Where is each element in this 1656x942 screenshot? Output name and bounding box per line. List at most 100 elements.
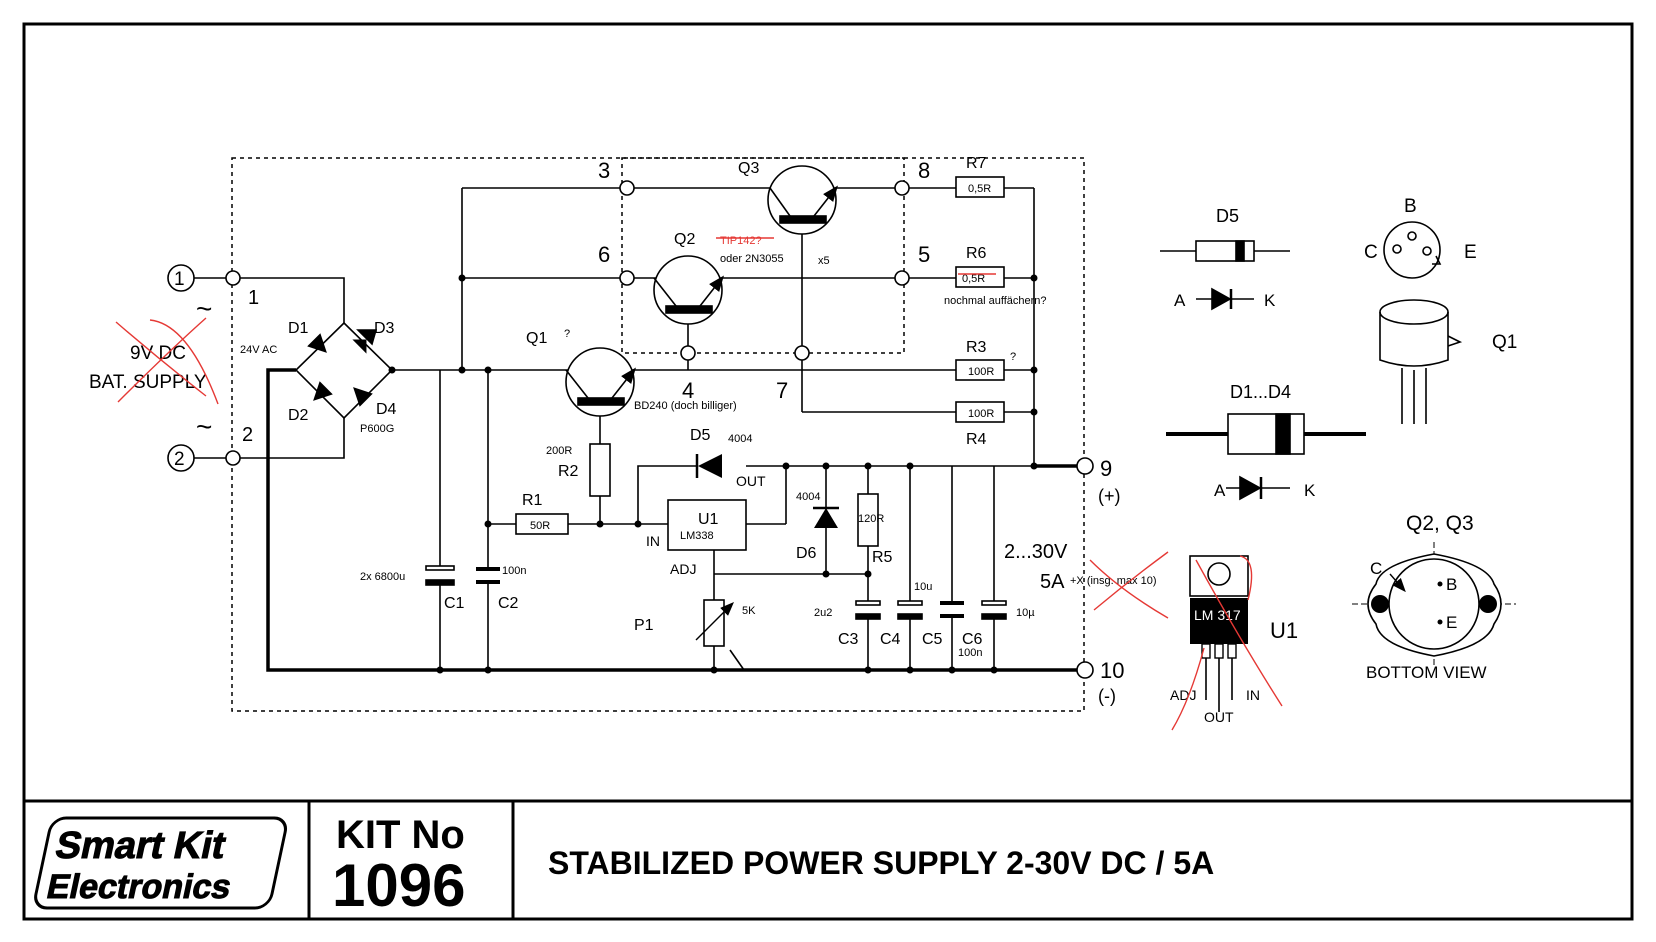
r5-label: R5 — [872, 549, 893, 566]
c3-label: C3 — [838, 631, 859, 648]
resistor-r4 — [955, 401, 1005, 423]
bridge-rectifier — [294, 322, 394, 420]
output-current: 5A — [1040, 571, 1065, 593]
q1-note: ? — [564, 328, 570, 340]
capacitors — [425, 565, 1007, 620]
legend-u1-label: U1 — [1270, 618, 1298, 643]
potentiometer-p1 — [703, 599, 725, 647]
c5-label: C5 — [922, 631, 943, 648]
ac-input-label: 24V AC — [240, 344, 277, 356]
legend-q1-label: Q1 — [1492, 332, 1517, 353]
diode-d6 — [813, 506, 839, 528]
c6-value: 10µ — [1016, 607, 1035, 619]
d1-label: D1 — [288, 320, 309, 337]
r3-note: ? — [1010, 351, 1016, 363]
legend-d5-anode: A — [1174, 291, 1186, 310]
terminal-10-label: 10 — [1100, 658, 1124, 683]
logo: Smart Kit Electronics — [34, 816, 287, 910]
resistor-r2 — [589, 443, 611, 497]
diode-d5 — [695, 454, 722, 478]
p1-wiper — [695, 602, 734, 641]
r7-label: R7 — [966, 155, 987, 172]
ground-bus — [266, 368, 1078, 672]
r6-value: 0,5R — [962, 273, 985, 285]
wiring — [240, 187, 1078, 671]
hand-annotations — [115, 237, 1283, 731]
r2-value: 200R — [546, 445, 572, 457]
c4-value: 10u — [914, 581, 932, 593]
r2-label: R2 — [558, 463, 579, 480]
d6-type: 4004 — [796, 491, 820, 503]
u1-adj-pin: ADJ — [670, 561, 696, 577]
negative-output-label: (-) — [1098, 686, 1116, 706]
ac-tilde-1: ~ — [196, 293, 212, 324]
transistor-q3 — [767, 165, 838, 235]
legend-u1-type: LM 317 — [1194, 607, 1241, 623]
r5-value: 120R — [858, 513, 884, 525]
d3-label: D3 — [374, 320, 395, 337]
d5-label: D5 — [690, 427, 711, 444]
c1-value: 2x 6800u — [360, 571, 405, 583]
document-title: STABILIZED POWER SUPPLY 2-30V DC / 5A — [548, 845, 1214, 881]
legend-d1-d4-anode: A — [1214, 481, 1226, 500]
u1-out-pin: OUT — [736, 473, 766, 489]
title-block: Smart Kit Electronics KIT No 1096 STABIL… — [34, 813, 1214, 919]
legend-d5-label: D5 — [1216, 206, 1239, 226]
q2-struck-type: TIP142? — [720, 235, 762, 247]
terminal-4-label: 4 — [682, 378, 694, 403]
r3-label: R3 — [966, 339, 987, 356]
c6-label: C6 — [962, 631, 983, 648]
legend-d5-symbol — [1160, 240, 1290, 311]
r1-label: R1 — [522, 492, 543, 509]
kit-number-label: KIT No — [336, 813, 465, 857]
resistors — [515, 176, 1005, 647]
c5-value: 100n — [958, 647, 982, 659]
legend-d5-cathode: K — [1264, 291, 1276, 310]
legend-u1-out: OUT — [1204, 709, 1234, 725]
legend-q1-pinout — [1379, 221, 1463, 424]
c2-label: C2 — [498, 595, 519, 612]
legend-u1-package — [1189, 555, 1249, 712]
legend-q1-base: B — [1404, 196, 1417, 217]
r3-value: 100R — [968, 366, 994, 378]
regulator-u1 — [667, 499, 747, 551]
d2-label: D2 — [288, 407, 309, 424]
resistor-r7 — [955, 176, 1005, 198]
resistor-r6 — [955, 266, 1005, 288]
r1-value: 50R — [530, 520, 550, 532]
terminal-3-label: 3 — [598, 158, 610, 183]
legend-q2-q3-emitter: E — [1446, 613, 1457, 632]
junction-dots — [388, 274, 1038, 674]
c1-label: C1 — [444, 595, 465, 612]
legend-q1-collector: C — [1364, 242, 1378, 263]
r4-label: R4 — [966, 431, 987, 448]
kit-number: 1096 — [332, 852, 465, 919]
p1-value: 5K — [742, 605, 756, 617]
struck-supply-line1: 9V DC — [130, 343, 186, 364]
terminal-6-label: 6 — [598, 242, 610, 267]
resistor-r5 — [857, 493, 879, 547]
u1-label: U1 — [698, 511, 719, 528]
legend-q2-q3-collector: C — [1370, 559, 1382, 578]
q2-count: x5 — [818, 255, 830, 267]
ac-tilde-2: ~ — [196, 411, 212, 442]
struck-supply-line2: BAT. SUPPLY — [89, 372, 207, 393]
drawing-frame — [22, 22, 1634, 921]
positive-output-label: (+) — [1098, 486, 1121, 506]
legend-d1-d4-label: D1...D4 — [1230, 382, 1291, 402]
bridge-type: P600G — [360, 423, 394, 435]
d6-label: D6 — [796, 545, 817, 562]
r7-value: 0,5R — [968, 183, 991, 195]
r6-note: nochmal auffächern? — [944, 295, 1047, 307]
input-connector-1-label: 1 — [174, 269, 185, 290]
terminal-pads — [225, 180, 1094, 679]
u1-in-pin: IN — [646, 533, 660, 549]
logo-line2: Electronics — [43, 868, 234, 906]
c4-label: C4 — [880, 631, 901, 648]
d5-type: 4004 — [728, 433, 752, 445]
q3-label: Q3 — [738, 160, 759, 177]
legend-q1-emitter: E — [1464, 242, 1477, 263]
r4-value: 100R — [968, 408, 994, 420]
legend-bottom-view: BOTTOM VIEW — [1366, 663, 1487, 682]
